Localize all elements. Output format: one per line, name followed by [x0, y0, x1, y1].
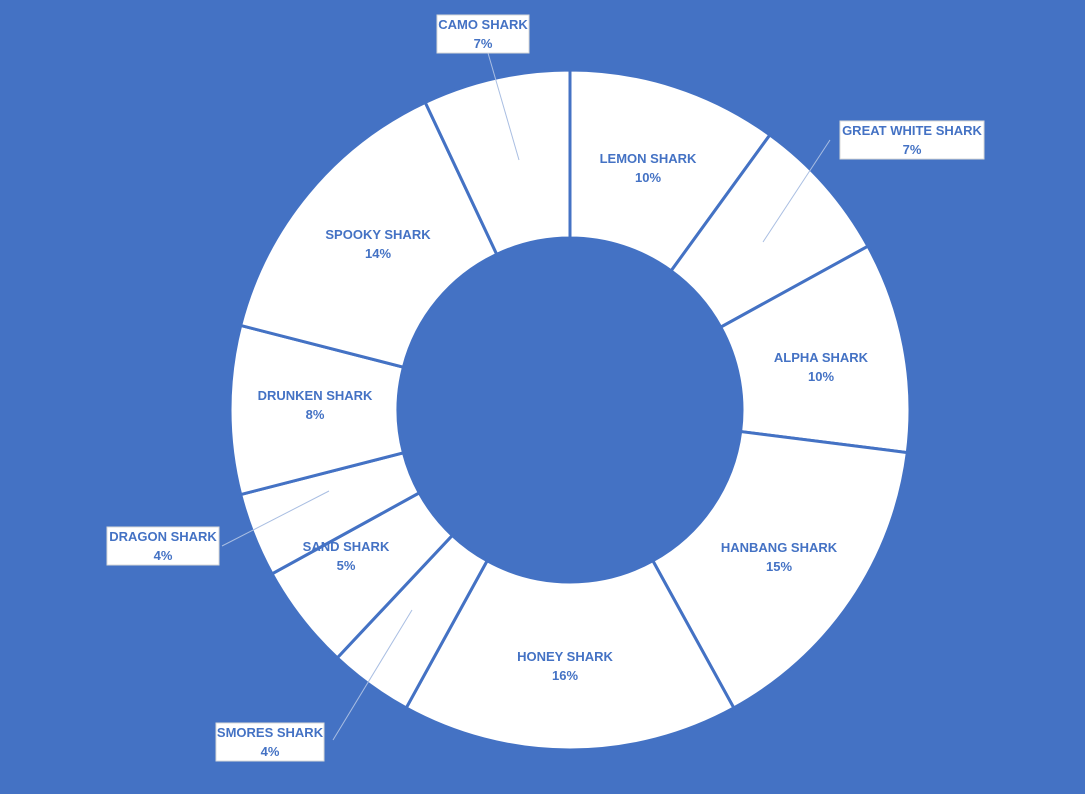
- label-value-honey-shark: 16%: [552, 668, 578, 683]
- label-name-camo-shark: CAMO SHARK: [438, 17, 528, 32]
- label-value-drunken-shark: 8%: [306, 407, 325, 422]
- label-box-camo-shark: [436, 14, 530, 54]
- label-value-smores-shark: 4%: [261, 744, 280, 759]
- leader-lines-group: [221, 52, 831, 741]
- labels-group: LEMON SHARK 10% GREAT WHITE SHARK 7% ALPHA S…: [106, 14, 985, 762]
- label-box-dragon-shark: [106, 526, 220, 566]
- label-name-honey-shark: HONEY SHARK: [517, 649, 613, 664]
- label-box-great-white-shark: [839, 120, 985, 160]
- slice-hanbang-shark: [650, 429, 909, 710]
- leader-line-camo-shark: [487, 52, 520, 161]
- label-name-dragon-shark: DRAGON SHARK: [109, 529, 217, 544]
- leader-line-smores-shark: [332, 609, 413, 741]
- label-name-sand-shark: SAND SHARK: [303, 539, 390, 554]
- slice-honey-shark: [404, 558, 736, 752]
- label-name-drunken-shark: DRUNKEN SHARK: [258, 388, 373, 403]
- label-name-smores-shark: SMORES SHARK: [217, 725, 324, 740]
- slices-group: [228, 68, 912, 752]
- label-value-spooky-shark: 14%: [365, 246, 391, 261]
- label-name-spooky-shark: SPOOKY SHARK: [325, 227, 431, 242]
- leader-line-great-white-shark: [762, 139, 831, 243]
- label-name-lemon-shark: LEMON SHARK: [600, 151, 697, 166]
- slice-camo-shark: [423, 68, 572, 257]
- label-value-lemon-shark: 10%: [635, 170, 661, 185]
- label-value-hanbang-shark: 15%: [766, 559, 792, 574]
- slice-spooky-shark: [238, 100, 499, 370]
- label-name-great-white-shark: GREAT WHITE SHARK: [842, 123, 982, 138]
- label-name-hanbang-shark: HANBANG SHARK: [721, 540, 838, 555]
- label-value-sand-shark: 5%: [337, 558, 356, 573]
- label-box-smores-shark: [215, 722, 325, 762]
- label-value-dragon-shark: 4%: [154, 548, 173, 563]
- leader-line-dragon-shark: [221, 490, 330, 547]
- label-value-camo-shark: 7%: [474, 36, 493, 51]
- label-name-alpha-shark: ALPHA SHARK: [774, 350, 869, 365]
- label-value-great-white-shark: 7%: [903, 142, 922, 157]
- label-value-alpha-shark: 10%: [808, 369, 834, 384]
